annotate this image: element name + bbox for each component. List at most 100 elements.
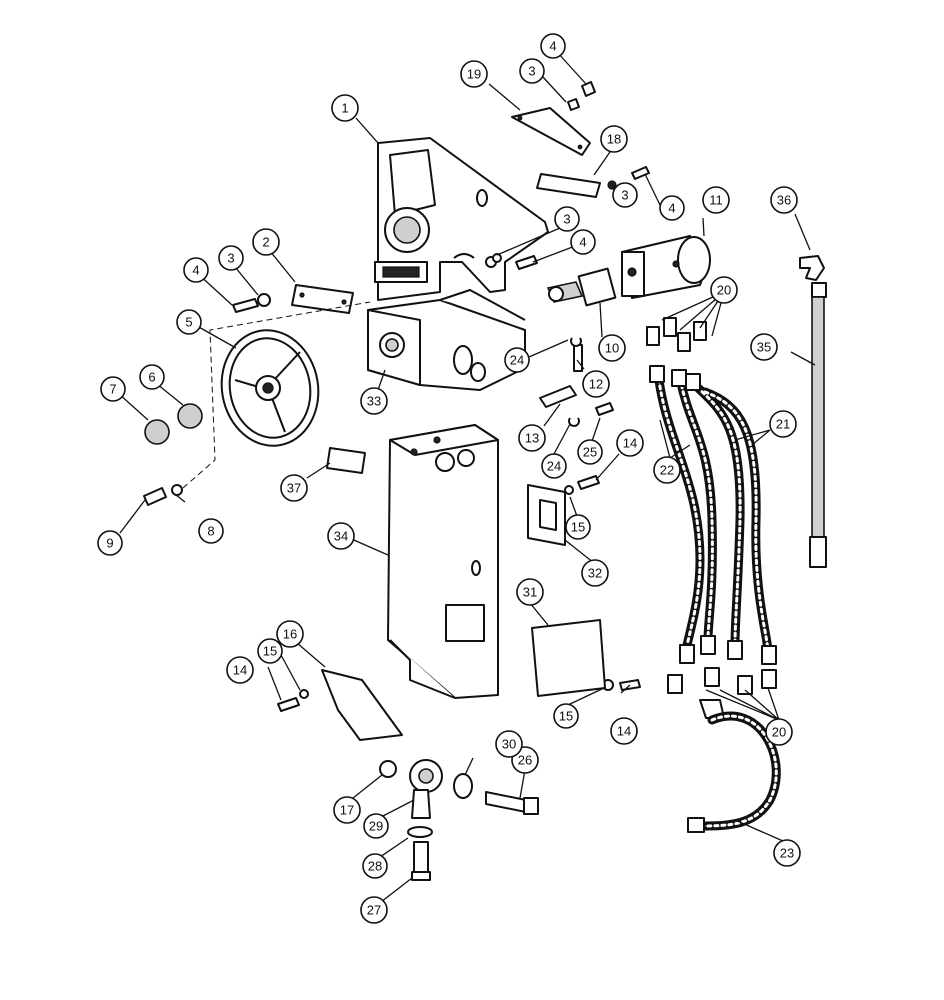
svg-text:3: 3 xyxy=(563,212,570,227)
callout-25: 25 xyxy=(577,439,603,465)
callout-18: 18 xyxy=(600,125,628,153)
plate-2 xyxy=(291,284,354,314)
callout-19: 19 xyxy=(460,60,488,88)
callout-4-b: 4 xyxy=(183,257,209,283)
hose-35 xyxy=(809,282,827,568)
callout-7: 7 xyxy=(100,376,126,402)
callout-33: 33 xyxy=(360,387,388,415)
callout-34: 34 xyxy=(327,522,355,550)
svg-text:28: 28 xyxy=(368,859,382,874)
callout-36: 36 xyxy=(770,186,798,214)
callout-22: 22 xyxy=(653,456,681,484)
svg-text:5: 5 xyxy=(185,315,192,330)
callout-23: 23 xyxy=(773,839,801,867)
callout-8: 8 xyxy=(198,518,224,544)
fittings-20-upper xyxy=(646,317,707,352)
callout-6: 6 xyxy=(139,364,165,390)
shaft-coupling-10 xyxy=(546,267,617,307)
svg-text:24: 24 xyxy=(547,459,561,474)
callout-32: 32 xyxy=(581,559,609,587)
svg-text:16: 16 xyxy=(283,627,297,642)
callout-31: 31 xyxy=(516,578,544,606)
svg-text:29: 29 xyxy=(369,819,383,834)
callout-4-a: 4 xyxy=(540,33,566,59)
svg-text:31: 31 xyxy=(523,585,537,600)
nut-bolt-8-9 xyxy=(143,301,371,506)
svg-text:27: 27 xyxy=(367,903,381,918)
callout-14-a: 14 xyxy=(616,429,644,457)
svg-text:19: 19 xyxy=(467,67,481,82)
callout-24-a: 24 xyxy=(504,347,530,373)
svg-text:30: 30 xyxy=(502,737,516,752)
svg-text:37: 37 xyxy=(287,481,301,496)
callout-14-b: 14 xyxy=(610,717,638,745)
column-shroud-34 xyxy=(387,424,499,699)
callout-14-c: 14 xyxy=(226,656,254,684)
callout-29: 29 xyxy=(363,813,389,839)
callout-27: 27 xyxy=(360,896,388,924)
svg-text:25: 25 xyxy=(583,445,597,460)
callout-3-c: 3 xyxy=(554,206,580,232)
svg-text:20: 20 xyxy=(717,283,731,298)
svg-text:33: 33 xyxy=(367,394,381,409)
hose-23 xyxy=(687,711,781,833)
svg-text:9: 9 xyxy=(106,536,113,551)
svg-text:4: 4 xyxy=(192,263,199,278)
svg-text:6: 6 xyxy=(148,370,155,385)
svg-text:34: 34 xyxy=(334,529,348,544)
callout-21: 21 xyxy=(769,410,797,438)
callout-30: 30 xyxy=(495,730,523,758)
plate-16 xyxy=(321,669,403,741)
svg-text:8: 8 xyxy=(207,524,214,539)
callout-11: 11 xyxy=(702,186,730,214)
callout-37: 37 xyxy=(280,474,308,502)
callout-13: 13 xyxy=(518,424,546,452)
svg-text:2: 2 xyxy=(262,235,269,250)
lower-housing-33 xyxy=(367,289,526,391)
svg-text:1: 1 xyxy=(341,101,348,116)
callout-2: 2 xyxy=(252,228,280,256)
svg-text:20: 20 xyxy=(772,725,786,740)
svg-text:32: 32 xyxy=(588,566,602,581)
callout-3-d: 3 xyxy=(612,182,638,208)
callout-35: 35 xyxy=(750,333,778,361)
callout-28: 28 xyxy=(362,853,388,879)
svg-text:14: 14 xyxy=(233,663,247,678)
cover-plate-19 xyxy=(511,107,591,156)
svg-text:36: 36 xyxy=(777,193,791,208)
callout-24-b: 24 xyxy=(541,453,567,479)
callout-5: 5 xyxy=(176,309,202,335)
svg-text:15: 15 xyxy=(571,520,585,535)
svg-text:3: 3 xyxy=(227,251,234,266)
hoses-21-22 xyxy=(649,365,777,665)
callout-12: 12 xyxy=(582,370,610,398)
svg-text:24: 24 xyxy=(510,353,524,368)
svg-text:35: 35 xyxy=(757,340,771,355)
svg-text:4: 4 xyxy=(579,235,586,250)
callout-15-c: 15 xyxy=(553,703,579,729)
svg-text:14: 14 xyxy=(617,724,631,739)
callout-3-b: 3 xyxy=(218,245,244,271)
svg-text:14: 14 xyxy=(623,436,637,451)
svg-text:12: 12 xyxy=(589,377,603,392)
callout-15-a: 15 xyxy=(257,638,283,664)
elbow-fitting-36 xyxy=(799,255,825,281)
callout-15-b: 15 xyxy=(565,514,591,540)
callout-10: 10 xyxy=(598,334,626,362)
callout-17: 17 xyxy=(333,796,361,824)
callout-1: 1 xyxy=(331,94,359,122)
svg-text:15: 15 xyxy=(559,709,573,724)
svg-text:10: 10 xyxy=(605,341,619,356)
svg-text:26: 26 xyxy=(518,753,532,768)
svg-text:4: 4 xyxy=(549,39,556,54)
bracket-32 xyxy=(527,484,566,546)
callout-9: 9 xyxy=(97,530,123,556)
svg-text:13: 13 xyxy=(525,431,539,446)
screw-set-top xyxy=(232,81,650,313)
svg-text:11: 11 xyxy=(709,193,723,208)
hydraulic-motor-11 xyxy=(621,235,711,299)
callout-4-c: 4 xyxy=(570,229,596,255)
plate-37 xyxy=(326,447,366,474)
caps-6-7 xyxy=(144,403,203,445)
